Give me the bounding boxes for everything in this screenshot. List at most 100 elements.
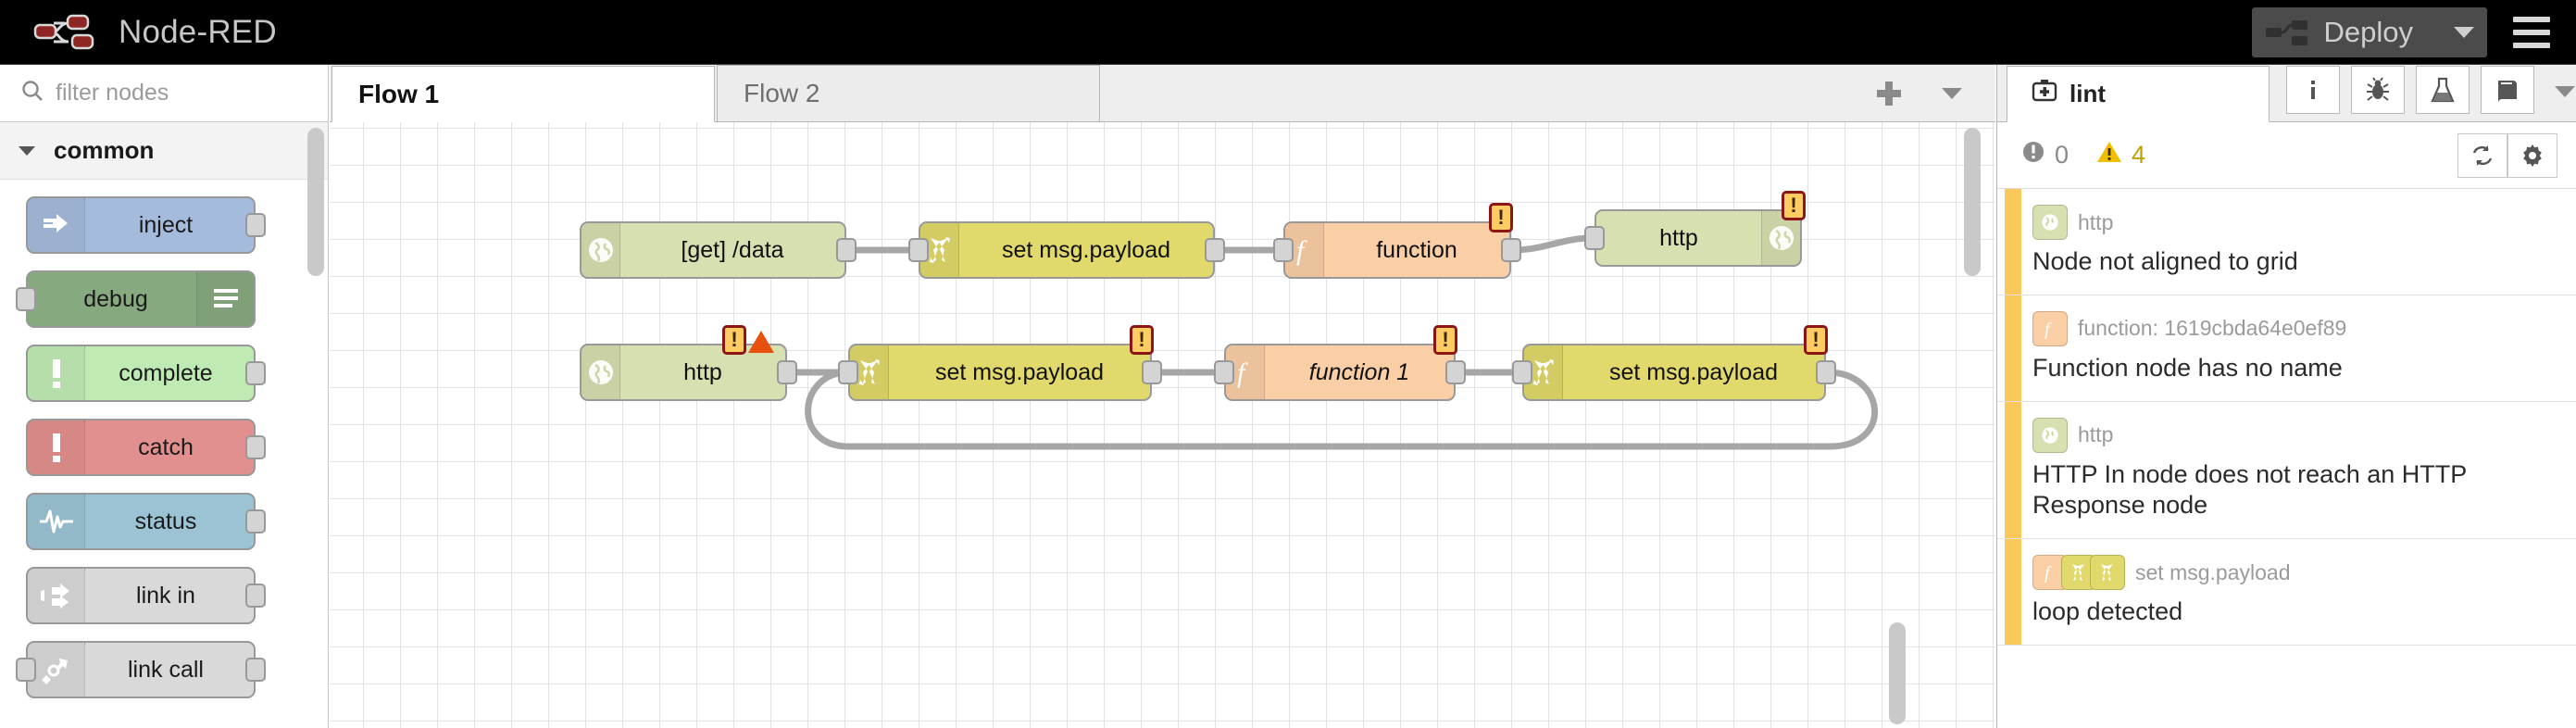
palette-node-inject[interactable]: inject <box>26 196 266 254</box>
flow-node-function-1[interactable]: f function 1 ! <box>1214 325 1466 401</box>
lint-item[interactable]: http HTTP In node does not reach an HTTP… <box>1997 401 2576 539</box>
node-output-port[interactable] <box>1501 238 1521 262</box>
palette-node-status[interactable]: status <box>26 493 266 550</box>
node-warning-badge[interactable]: ! <box>1489 203 1513 232</box>
search-input[interactable]: filter nodes <box>0 65 328 122</box>
node-input-port[interactable] <box>1512 360 1532 384</box>
flow-node-change-set-payload-3[interactable]: set msg.payload ! <box>1512 325 1836 401</box>
book-icon[interactable] <box>2481 66 2534 114</box>
node-output-port[interactable] <box>1816 360 1836 384</box>
node-palette: filter nodes common inject debug <box>0 65 329 728</box>
lint-item-chips: f <box>2032 555 2125 590</box>
svg-text:f: f <box>2045 320 2052 339</box>
tab-flow-2[interactable]: Flow 2 <box>717 65 1100 121</box>
lint-actions <box>2457 132 2557 178</box>
lint-item-message: Function node has no name <box>2032 353 2343 382</box>
svg-text:f: f <box>1237 358 1248 388</box>
node-input-port[interactable] <box>1214 360 1234 384</box>
info-icon[interactable] <box>2286 66 2340 114</box>
tab-label: Flow 2 <box>744 79 820 107</box>
lint-item-chips: f <box>2032 310 2068 346</box>
svg-text:f: f <box>1296 235 1307 266</box>
inject-arrow-icon <box>28 198 85 252</box>
lint-item[interactable]: http Node not aligned to grid <box>1997 189 2576 295</box>
lint-status-bar: 0 4 <box>1997 122 2576 189</box>
lint-item-node-name: set msg.payload <box>2135 559 2291 584</box>
node-output-port[interactable] <box>245 509 266 533</box>
flow-node-http-response[interactable]: http ! <box>1584 191 1806 267</box>
flow-node-http-in-2[interactable]: http ! <box>580 325 797 401</box>
node-output-port[interactable] <box>245 435 266 459</box>
node-output-port[interactable] <box>1445 360 1466 384</box>
tab-lint[interactable]: lint <box>2007 66 2270 122</box>
gear-icon[interactable] <box>2507 132 2557 178</box>
node-input-port[interactable] <box>16 658 36 682</box>
flow-node-change-set-payload-2[interactable]: set msg.payload ! <box>838 325 1162 401</box>
node-warning-badge[interactable]: ! <box>722 325 746 355</box>
palette-node-link-call[interactable]: link call <box>16 641 266 698</box>
lint-item-message: loop detected <box>2032 597 2183 625</box>
palette-scrollbar[interactable] <box>307 128 324 276</box>
palette-node-debug[interactable]: debug <box>16 270 256 328</box>
search-icon <box>20 79 44 107</box>
change-arrows-icon <box>2090 555 2125 590</box>
node-input-port[interactable] <box>1584 226 1605 250</box>
add-flow-button[interactable] <box>1860 65 1918 121</box>
node-output-port[interactable] <box>1142 360 1162 384</box>
palette-node-catch[interactable]: catch <box>26 419 266 476</box>
lint-item-node-name: http <box>2078 209 2114 234</box>
node-output-port[interactable] <box>836 238 857 262</box>
warning-count-value: 4 <box>2132 141 2146 169</box>
palette-node-label: status <box>134 508 197 534</box>
error-count-value: 0 <box>2055 141 2070 169</box>
node-input-port[interactable] <box>1273 238 1294 262</box>
tab-flow-1[interactable]: Flow 1 <box>331 66 715 122</box>
hamburger-menu-icon[interactable] <box>2487 0 2576 65</box>
svg-text:f: f <box>2045 563 2052 583</box>
deploy-button[interactable]: Deploy <box>2251 6 2487 57</box>
node-output-port[interactable] <box>245 213 266 237</box>
refresh-icon[interactable] <box>2457 132 2507 178</box>
node-output-port[interactable] <box>1205 238 1225 262</box>
flow-menu-button[interactable] <box>1923 65 1981 121</box>
node-output-port[interactable] <box>245 658 266 682</box>
header-actions: Deploy <box>2251 0 2576 65</box>
palette-node-label: link in <box>136 582 195 609</box>
palette-list: common inject debug <box>0 122 328 728</box>
node-warning-badge[interactable]: ! <box>1130 325 1154 355</box>
lint-item[interactable]: f function: 1619cbda64e0ef89 Function no… <box>1997 295 2576 402</box>
flask-icon[interactable] <box>2416 66 2470 114</box>
node-warning-badge[interactable]: ! <box>1804 325 1828 355</box>
flow-node-label: http <box>1659 224 1698 251</box>
lint-item-header: f function: 1619cbda64e0ef89 <box>2032 310 2550 347</box>
node-input-port[interactable] <box>838 360 858 384</box>
lint-item-header: http <box>2032 417 2550 454</box>
node-input-port[interactable] <box>16 287 36 311</box>
flow-node-change-set-payload-1[interactable]: set msg.payload <box>908 221 1225 279</box>
bug-icon[interactable] <box>2351 66 2405 114</box>
error-count: 0 <box>2021 140 2069 170</box>
node-output-port[interactable] <box>777 360 797 384</box>
flow-node-http-in-get-data[interactable]: [get] /data <box>580 221 857 279</box>
node-output-port[interactable] <box>245 584 266 608</box>
palette-node-link-in[interactable]: link in <box>26 567 266 624</box>
lint-item-node-name: function: 1619cbda64e0ef89 <box>2078 316 2347 341</box>
lint-item[interactable]: f set msg.payload loop detected <box>1997 539 2576 646</box>
node-warning-badge[interactable]: ! <box>1433 325 1457 355</box>
palette-node-complete[interactable]: complete <box>26 345 266 402</box>
flow-canvas[interactable]: [get] /data set msg.payload f function ! <box>330 122 1995 728</box>
node-warning-badge[interactable]: ! <box>1782 191 1806 220</box>
globe-icon <box>2032 205 2068 240</box>
flow-node-function[interactable]: f function ! <box>1273 203 1521 279</box>
palette-node-label: inject <box>138 211 194 238</box>
palette-category-common[interactable]: common <box>0 122 328 180</box>
app-title: Node-RED <box>119 13 277 50</box>
node-input-port[interactable] <box>908 238 929 262</box>
chevron-down-icon[interactable] <box>2439 6 2487 57</box>
canvas-horizontal-scrollbar[interactable] <box>1889 622 1906 724</box>
chevron-down-icon <box>19 145 35 156</box>
node-output-port[interactable] <box>245 361 266 385</box>
lint-item-header: http <box>2032 204 2550 241</box>
canvas-vertical-scrollbar[interactable] <box>1964 128 1981 276</box>
sidebar-more-menu[interactable] <box>2555 86 2575 121</box>
